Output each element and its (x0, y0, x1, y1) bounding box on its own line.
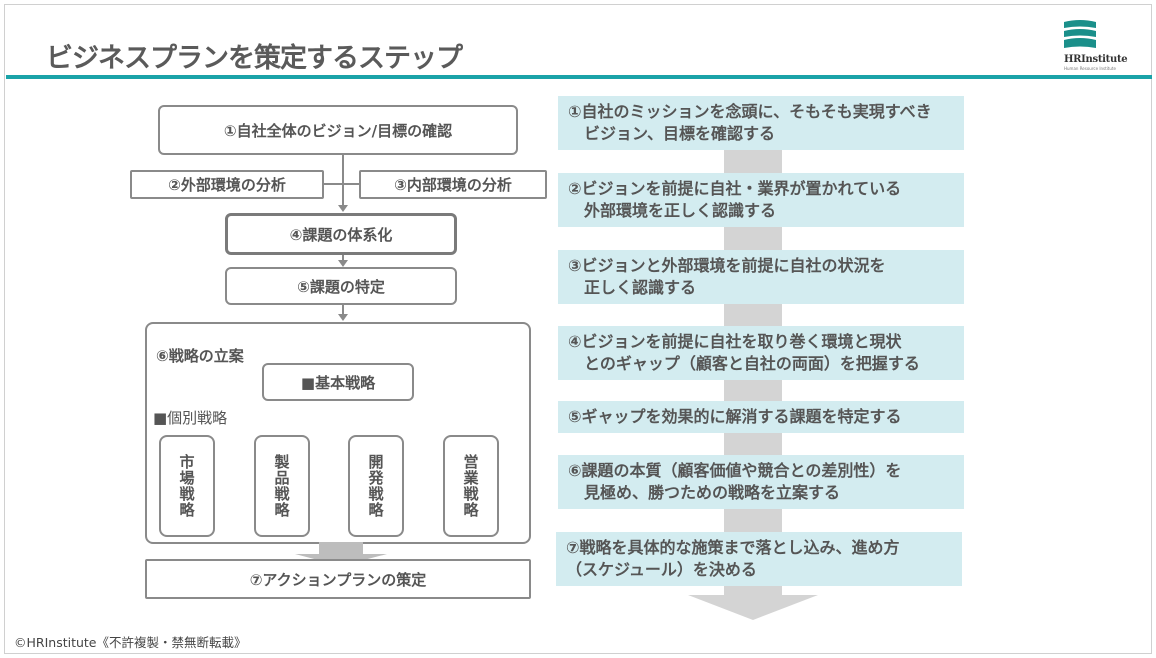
flow-step-4: ④課題の体系化 (225, 213, 457, 255)
connector-line (342, 305, 344, 316)
individual-strategy-label: ■個別戦略 (153, 409, 228, 427)
flow-step-6-label: ⑥戦略の立案 (156, 347, 244, 365)
step-description-4: ④ビジョンを前提に自社を取り巻く環境と現状 とのギャップ（顧客と自社の両面）を把… (558, 326, 964, 380)
flow-step-5: ⑤課題の特定 (225, 267, 457, 305)
flow-step-3: ③内部環境の分析 (359, 170, 547, 199)
basic-strategy-box: ■基本戦略 (262, 363, 414, 401)
flow-step-1: ①自社全体のビジョン/目標の確認 (158, 105, 518, 155)
strategy-market-label: 市場戦略 (177, 454, 196, 518)
strategy-sales: 営業戦略 (443, 435, 499, 537)
connector-line (323, 183, 359, 185)
connector-line (342, 155, 344, 207)
strategy-development-label: 開発戦略 (366, 454, 385, 518)
strategy-development: 開発戦略 (348, 435, 404, 537)
slide-frame (4, 4, 1152, 654)
arrow-head-icon (338, 205, 348, 212)
strategy-market: 市場戦略 (159, 435, 215, 537)
copyright-text: ©HRInstitute《不許複製・禁無断転載》 (14, 635, 247, 650)
connector-line (342, 255, 344, 263)
flow-step-7: ⑦アクションプランの策定 (145, 559, 531, 599)
step-description-1: ①自社のミッションを念頭に、そもそも実現すべき ビジョン、目標を確認する (558, 96, 964, 150)
step-description-5: ⑤ギャップを効果的に解消する課題を特定する (558, 401, 964, 433)
flow-step-2: ②外部環境の分析 (130, 170, 324, 199)
arrow-head-icon (338, 314, 348, 321)
step-description-3: ③ビジョンと外部環境を前提に自社の状況を 正しく認識する (558, 250, 964, 304)
hr-institute-logo-icon (1064, 20, 1096, 48)
strategy-product: 製品戦略 (254, 435, 310, 537)
title-underline (6, 75, 1152, 79)
logo-text: HRInstitute (1064, 54, 1128, 65)
step-description-7: ⑦戦略を具体的な施策まで落とし込み、進め方 （スケジュール）を決める (556, 532, 962, 586)
logo-subtext: Human Resource Institute (1064, 66, 1116, 71)
step-description-6: ⑥課題の本質（顧客価値や競合との差別性）を 見極め、勝つための戦略を立案する (558, 455, 964, 509)
step-description-2: ②ビジョンを前提に自社・業界が置かれている 外部環境を正しく認識する (558, 173, 964, 227)
strategy-product-label: 製品戦略 (272, 454, 291, 518)
arrow-head-icon (338, 260, 348, 267)
strategy-sales-label: 営業戦略 (461, 454, 480, 518)
page-title: ビジネスプランを策定するステップ (46, 43, 463, 74)
